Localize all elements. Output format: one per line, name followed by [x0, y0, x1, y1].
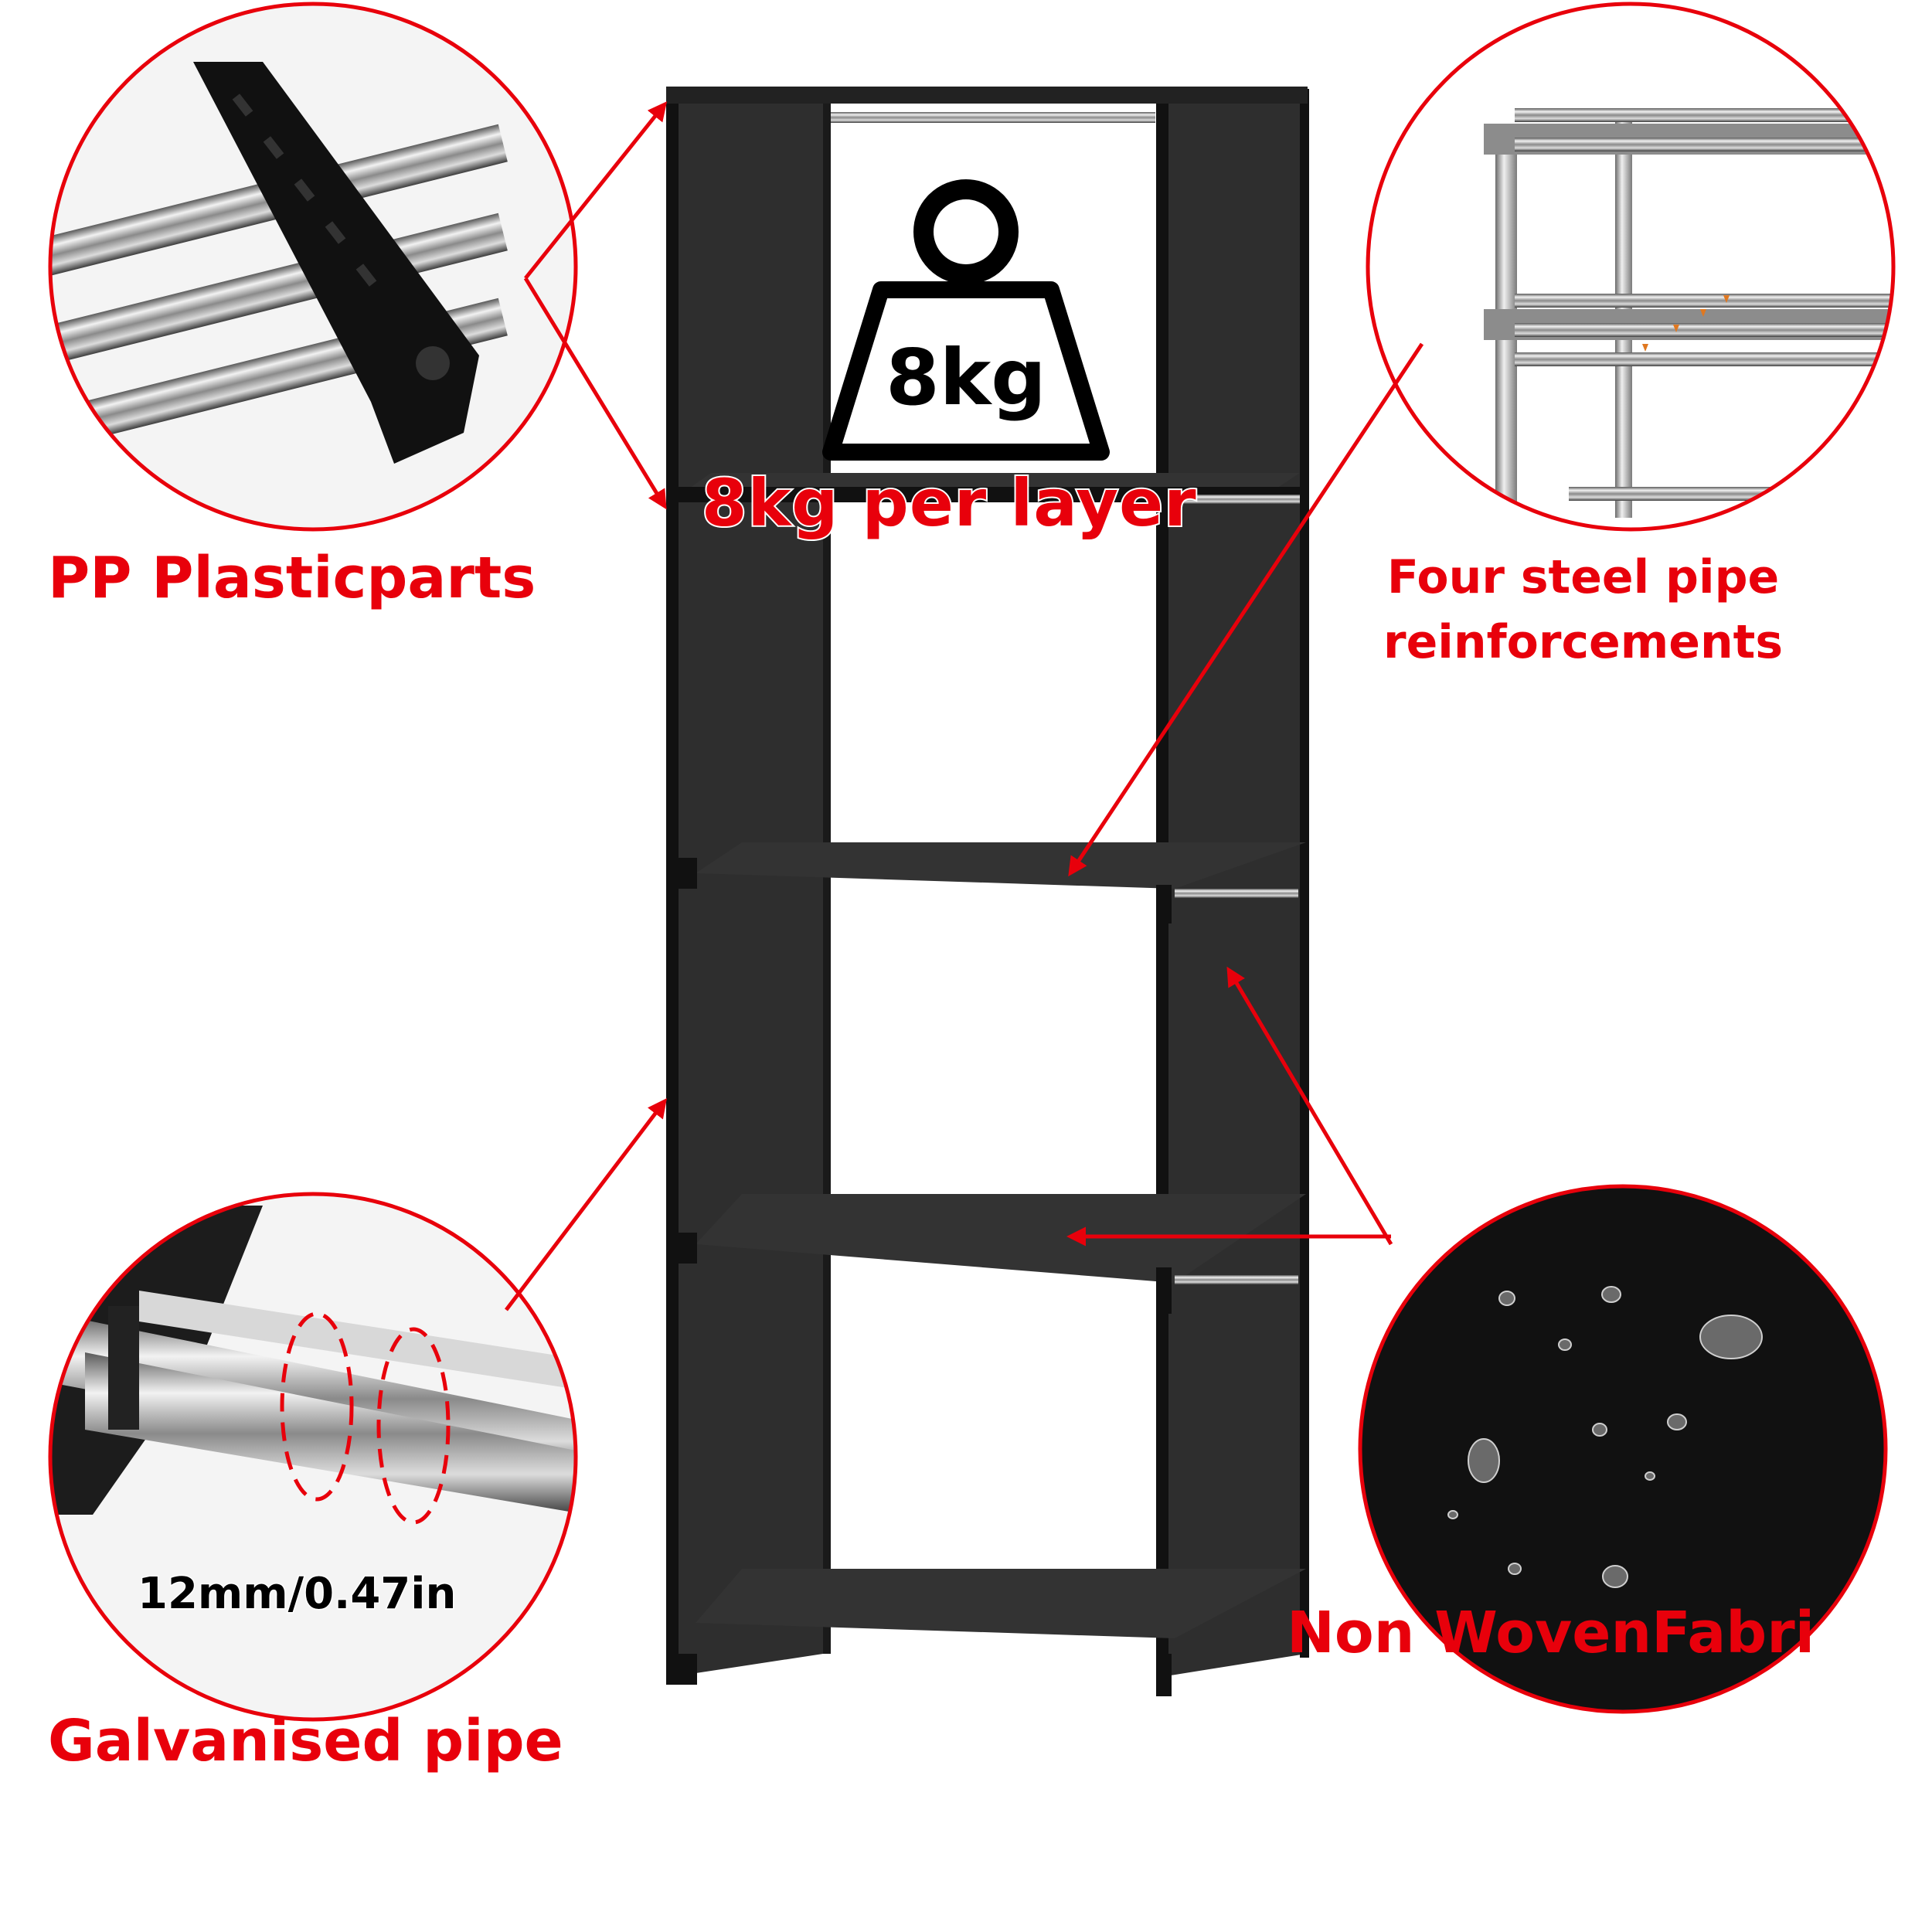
galvanised-label: Galvanised pipe: [48, 1708, 563, 1774]
steel-pipe-detail: [1366, 2, 1896, 532]
pp-plastic-detail: [48, 2, 578, 532]
weight-icon-label: 8kg: [886, 332, 1046, 423]
back-right-post: [1300, 89, 1309, 1658]
nonwoven-fabric-detail: [1358, 1184, 1888, 1714]
shelf-board-3: [696, 1194, 1306, 1283]
steel-pipe-label: Four steel pipe reinforcements: [1383, 545, 1783, 675]
pipe-size-label: 12mm/0.47in: [136, 1568, 457, 1621]
galvanised-pipe-detail: [48, 1192, 578, 1722]
steel-pipe-label-line2: reinforcements: [1383, 615, 1784, 669]
shelf-board-2: [696, 842, 1306, 889]
per-layer-capacity: 8kg per layer: [700, 464, 1197, 543]
steel-pipe-label-line1: Four steel pipe: [1386, 550, 1780, 604]
arrow-icon: [505, 101, 1424, 1311]
nonwoven-label: Non WovenFabri: [1287, 1600, 1815, 1666]
weight-icon: [822, 179, 1110, 461]
top-frame: [666, 87, 1308, 104]
top-pipe: [831, 112, 1155, 123]
pp-plastic-label: PP Plasticparts: [48, 545, 536, 611]
shelf-board-bottom: [696, 1569, 1306, 1638]
